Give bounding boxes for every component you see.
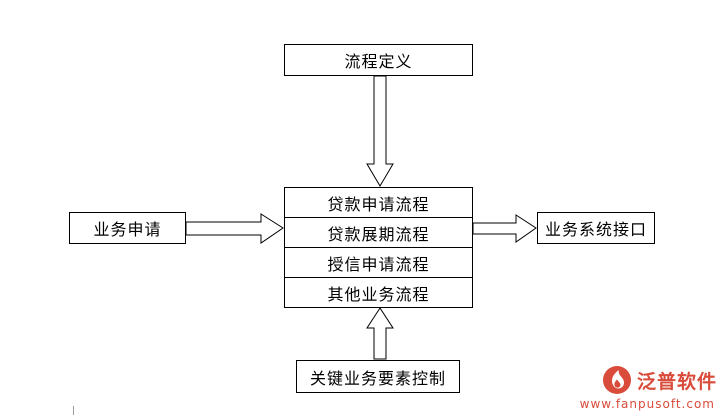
- stack-row-label: 授信申请流程: [327, 254, 430, 274]
- box-process-definition-label: 流程定义: [344, 52, 413, 71]
- stack-row: 贷款申请流程: [285, 188, 472, 218]
- arrow-down-definition-to-stack: [366, 75, 394, 187]
- watermark-brand-row: 泛普软件: [602, 365, 717, 395]
- box-key-element-control: 关键业务要素控制: [296, 360, 460, 393]
- process-stack: 贷款申请流程 贷款展期流程 授信申请流程 其他业务流程: [284, 187, 473, 308]
- arrow-right-request-to-stack: [185, 213, 284, 244]
- flame-logo-icon: [602, 365, 632, 395]
- stack-row-label: 贷款申请流程: [327, 194, 430, 214]
- box-process-definition: 流程定义: [284, 44, 473, 76]
- stack-row: 其他业务流程: [285, 278, 472, 308]
- stack-row: 贷款展期流程: [285, 218, 472, 248]
- box-key-element-control-label: 关键业务要素控制: [309, 368, 446, 388]
- watermark-url: www.fanpusoft.com: [579, 397, 715, 411]
- watermark-brand-text: 泛普软件: [636, 370, 717, 393]
- box-business-system-interface: 业务系统接口: [537, 212, 655, 244]
- stack-row-label: 贷款展期流程: [327, 224, 430, 244]
- stack-row-label: 其他业务流程: [327, 285, 430, 304]
- arrow-up-control-to-stack: [366, 307, 394, 360]
- box-business-system-interface-label: 业务系统接口: [544, 220, 647, 239]
- arrow-right-stack-to-interface: [472, 214, 537, 243]
- watermark: 泛普软件 www.fanpusoft.com: [580, 365, 717, 411]
- stack-row: 授信申请流程: [285, 248, 472, 278]
- box-business-application-label: 业务申请: [93, 220, 162, 239]
- page-tick-mark: [73, 406, 74, 415]
- box-business-application: 业务申请: [69, 212, 186, 244]
